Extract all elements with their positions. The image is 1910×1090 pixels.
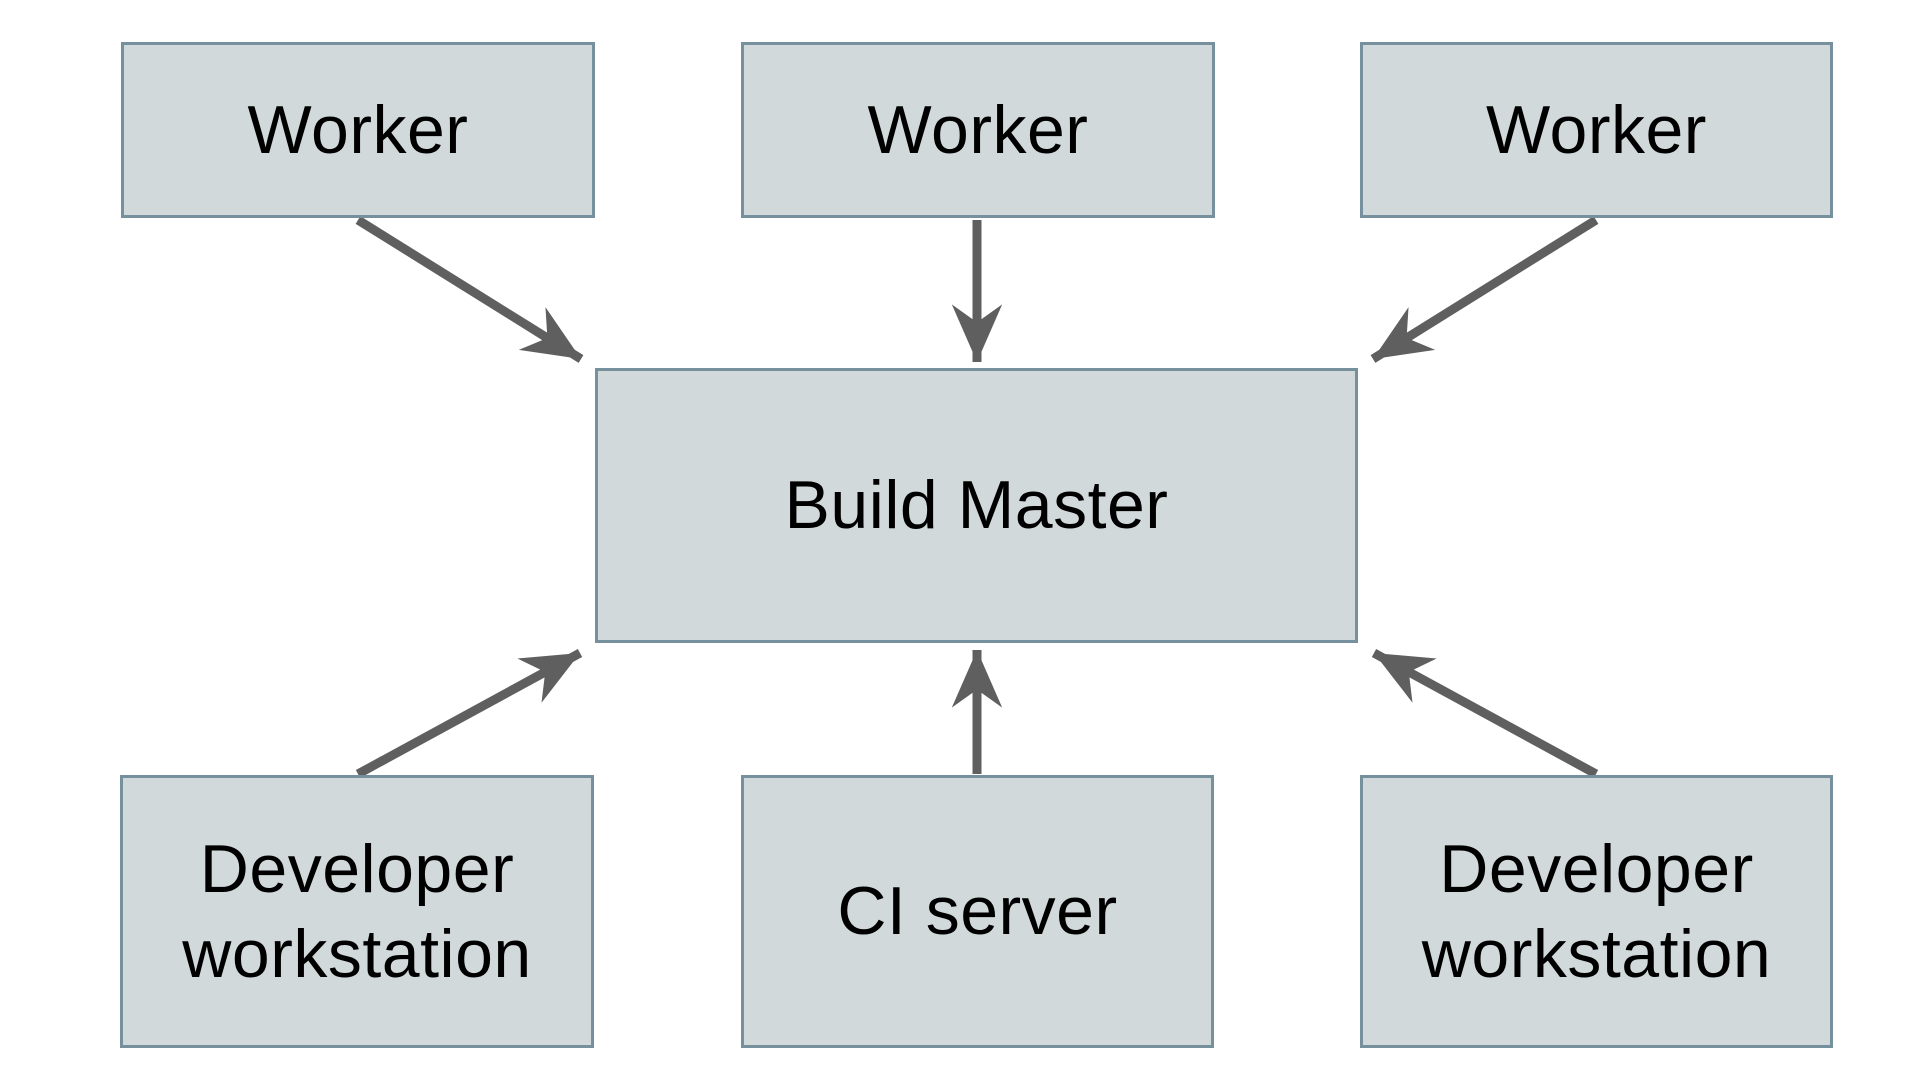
node-worker-1: Worker <box>121 42 595 218</box>
arrow-devws1-to-buildmaster <box>355 649 583 778</box>
node-ci-server-label: CI server <box>837 873 1118 950</box>
node-worker-2: Worker <box>741 42 1215 218</box>
node-worker-3-label: Worker <box>1486 91 1707 168</box>
arrow-worker1-to-buildmaster <box>355 216 584 363</box>
node-build-master-label: Build Master <box>784 467 1169 544</box>
node-developer-workstation-2-label: Developer workstation <box>1421 831 1772 992</box>
node-developer-workstation-1-label: Developer workstation <box>182 831 532 992</box>
node-developer-workstation-1: Developer workstation <box>120 775 594 1048</box>
node-worker-1-label: Worker <box>247 91 469 168</box>
node-ci-server: CI server <box>741 775 1214 1048</box>
node-developer-workstation-2: Developer workstation <box>1360 775 1833 1048</box>
node-worker-2-label: Worker <box>867 91 1089 168</box>
arrow-worker3-to-buildmaster <box>1370 216 1599 363</box>
arrow-devws2-to-buildmaster <box>1371 649 1599 778</box>
node-build-master: Build Master <box>595 368 1358 643</box>
node-worker-3: Worker <box>1360 42 1833 218</box>
